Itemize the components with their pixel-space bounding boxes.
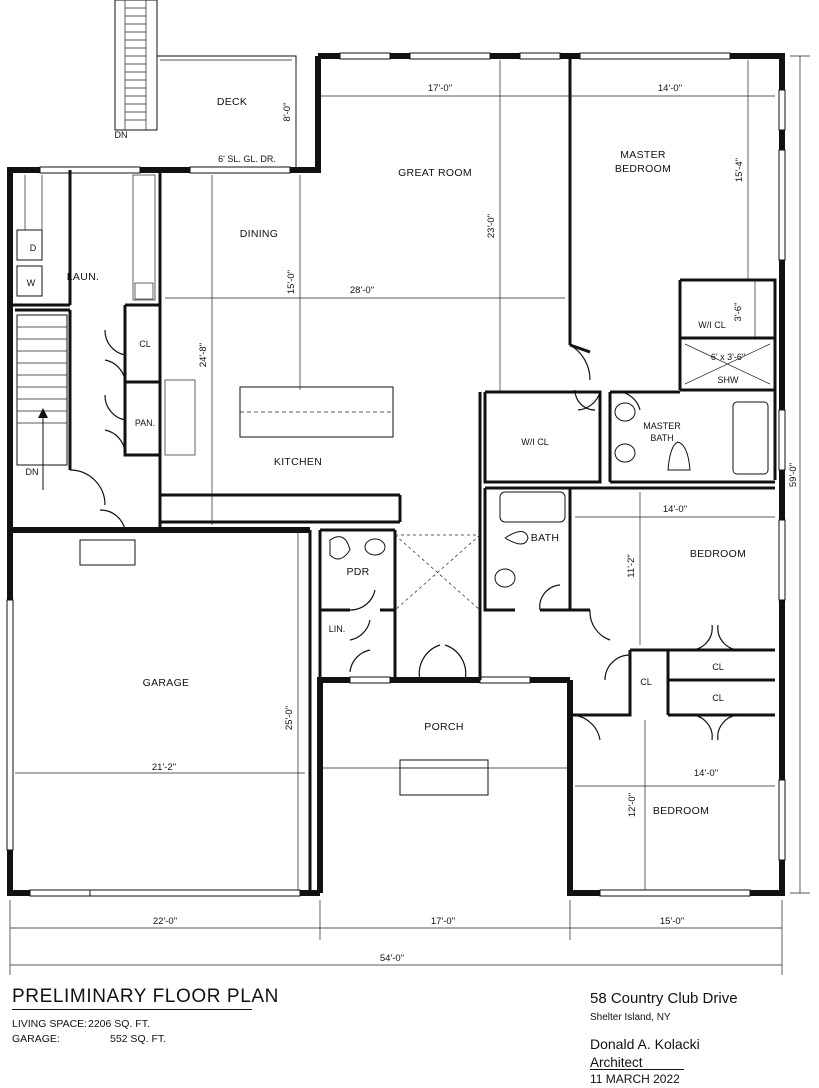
dim-deck-depth: 8'-0"	[282, 103, 293, 122]
dim-seg-mid: 17'-0"	[431, 916, 455, 927]
plan-title: PRELIMINARY FLOOR PLAN	[12, 986, 279, 1007]
living-space-value: 2206 SQ. FT.	[88, 1018, 150, 1030]
stair-dn-label: DN	[26, 467, 39, 477]
dimension-lines	[9, 55, 810, 975]
washer-label: W	[27, 278, 36, 288]
closet-c-label: CL	[712, 693, 724, 703]
master-bath-label-1: MASTER	[643, 421, 681, 431]
shower-size-label: 6' x 3'-6"	[711, 352, 745, 362]
great-room-label: GREAT ROOM	[398, 167, 472, 179]
dim-kitchen-depth: 24'-8"	[198, 343, 209, 367]
living-space-label: LIVING SPACE:	[12, 1018, 88, 1030]
dim-master-depth: 15'-4"	[734, 158, 745, 182]
linen-label: LIN.	[329, 624, 346, 634]
master-wic-label: W/I CL	[698, 320, 726, 330]
dim-dining-depth: 15'-0"	[286, 270, 297, 294]
garage-area-value: 552 SQ. FT.	[110, 1033, 167, 1045]
deck-stair	[114, 0, 158, 131]
room-labels: DECK GREAT ROOM MASTER BEDROOM DINING LA…	[26, 96, 746, 817]
fixtures	[16, 174, 771, 796]
master-bedroom-label-1: MASTER	[620, 149, 666, 161]
dim-bedroom1-width: 14'-0"	[663, 504, 687, 515]
dim-seg-left: 22'-0"	[153, 916, 177, 927]
bedroom-2-label: BEDROOM	[653, 805, 709, 817]
garage-area-label: GARAGE:	[12, 1033, 60, 1045]
porch-label: PORCH	[424, 721, 463, 733]
dim-great-room-width: 17'-0"	[428, 83, 452, 94]
dryer-label: D	[30, 243, 37, 253]
garage-label: GARAGE	[143, 677, 190, 689]
dim-wic-depth: 3'-6"	[733, 303, 744, 322]
project-location: Shelter Island, NY	[590, 1012, 671, 1023]
master-bath-label-2: BATH	[650, 433, 673, 443]
dim-seg-right: 15'-0"	[660, 916, 684, 927]
bath-label: BATH	[531, 532, 559, 544]
pantry-label: PAN.	[135, 418, 155, 428]
pdr-label: PDR	[346, 566, 369, 578]
project-address: 58 Country Club Drive	[590, 990, 738, 1007]
dim-master-width: 14'-0"	[658, 83, 682, 94]
closet-laundry-label: CL	[139, 339, 151, 349]
architect-underline	[590, 1069, 684, 1070]
plan-date: 11 MARCH 2022	[590, 1072, 680, 1086]
title-underline	[12, 1009, 252, 1010]
windows	[6, 52, 786, 897]
dim-bedroom1-depth: 11'-2"	[626, 554, 637, 578]
exterior-walls	[7, 53, 785, 896]
dining-label: DINING	[240, 228, 279, 240]
wic-label: W/I CL	[521, 437, 549, 447]
door-swings	[69, 329, 741, 741]
deck-outline	[157, 55, 297, 170]
dim-overall-width: 54'-0"	[380, 953, 404, 964]
bedroom-1-label: BEDROOM	[690, 548, 746, 560]
deck-label: DECK	[217, 96, 247, 108]
architect-name: Donald A. Kolacki	[590, 1036, 700, 1052]
laundry-label: LAUN.	[67, 271, 99, 283]
kitchen-label: KITCHEN	[274, 456, 322, 468]
interior-walls	[10, 56, 777, 893]
closet-b-label: CL	[712, 662, 724, 672]
dimension-labels: 8'-0" 17'-0" 14'-0" 15'-4" 23'-0" 15'-0"…	[152, 83, 799, 964]
dim-dining-great-width: 28'-0"	[350, 285, 374, 296]
deck-stair-dn-label: DN	[115, 130, 128, 140]
master-bedroom-label-2: BEDROOM	[615, 163, 671, 175]
dim-great-room-depth: 23'-0"	[486, 214, 497, 238]
dim-bedroom2-depth: 12'-0"	[627, 793, 638, 817]
architect-title: Architect	[590, 1055, 643, 1070]
dim-overall-depth: 59'-0"	[788, 463, 799, 487]
dim-garage-width: 21'-2"	[152, 762, 176, 773]
closet-a-label: CL	[640, 677, 652, 687]
dim-bedroom2-width: 14'-0"	[694, 768, 718, 779]
dim-garage-depth: 25'-0"	[284, 706, 295, 730]
shower-label: SHW	[718, 375, 740, 385]
sliding-door-label: 6' SL. GL. DR.	[218, 154, 276, 164]
